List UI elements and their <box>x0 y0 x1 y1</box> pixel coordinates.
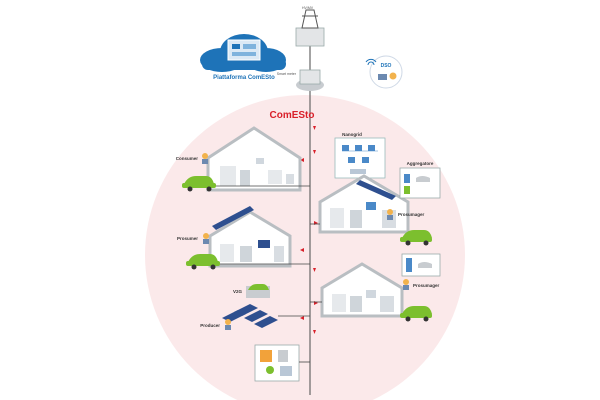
storage-panel <box>254 344 300 382</box>
dso-label: DSO <box>381 63 392 69</box>
prosumager-label-2: Prosumager <box>413 283 440 288</box>
prosumager-avatar <box>403 279 409 290</box>
ev-car-icon <box>400 306 432 322</box>
aggregator-label: Aggregatore <box>407 161 434 166</box>
house-prosumer <box>208 210 292 268</box>
producer-label: Producer <box>200 323 220 328</box>
community-title: ComESto <box>270 110 315 121</box>
battery-icon <box>266 366 274 374</box>
v2g-station <box>246 284 270 298</box>
aggregator-panel <box>399 167 441 199</box>
grid-node-label: HV/MV <box>302 6 314 10</box>
ev-car-icon <box>182 176 216 192</box>
ev-car-icon <box>400 230 432 246</box>
aggregator-panel-2 <box>401 253 441 277</box>
substation-icon <box>296 69 324 91</box>
nanogrid-label: Nanogrid <box>342 132 362 137</box>
house-consumer <box>206 126 302 192</box>
platform-label: Piattaforma ComESto <box>213 75 275 81</box>
solar-panel-icon <box>356 180 396 200</box>
community-circle <box>145 95 465 400</box>
wifi-icon <box>211 40 223 48</box>
v2g-label: V2G <box>233 289 243 294</box>
consumer-avatar <box>202 153 208 164</box>
prosumager-label-1: Prosumager <box>398 212 425 217</box>
prosumager-avatar <box>387 209 393 220</box>
prosumer-avatar <box>203 233 209 244</box>
ev-car-icon <box>186 254 220 270</box>
nanogrid-panel <box>334 137 386 179</box>
substation-label: Smart meter <box>277 72 297 76</box>
producer-avatar <box>225 319 231 330</box>
wifi-icon <box>365 58 377 66</box>
operator-icon <box>389 72 397 80</box>
platform-cloud <box>200 34 286 72</box>
house-prosumager-2 <box>320 262 404 318</box>
consumer-label: Consumer <box>176 156 199 161</box>
platform-dashboard-icon <box>227 39 261 61</box>
solar-panel-icon <box>212 206 254 230</box>
dso-node <box>365 55 403 89</box>
transmission-tower-icon <box>295 9 325 47</box>
prosumer-label: Prosumer <box>177 236 198 241</box>
